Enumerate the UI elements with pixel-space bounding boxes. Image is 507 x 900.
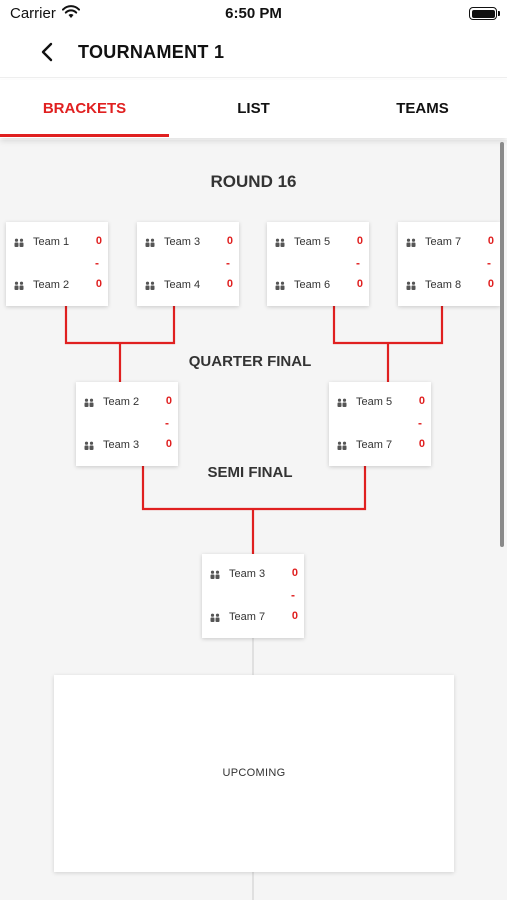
wifi-icon bbox=[62, 5, 80, 18]
quarter-final-label: QUARTER FINAL bbox=[188, 353, 312, 370]
team-score: 0 bbox=[356, 278, 363, 290]
upcoming-card[interactable]: UPCOMING bbox=[54, 675, 454, 872]
team-icon bbox=[275, 281, 285, 290]
team-score: 0 bbox=[95, 278, 102, 290]
team-name: Team 6 bbox=[294, 279, 331, 291]
team-icon bbox=[84, 398, 94, 407]
score-separator: - bbox=[356, 256, 360, 270]
team-name: Team 5 bbox=[294, 236, 331, 248]
score-separator: - bbox=[226, 256, 230, 270]
team-row: Team 2 0 bbox=[14, 278, 102, 294]
connector-r16-left bbox=[64, 305, 176, 382]
match-card-r16-4[interactable]: Team 7 0 - Team 8 0 bbox=[398, 222, 500, 306]
tab-bar: BRACKETS LIST TEAMS bbox=[0, 80, 507, 138]
active-tab-indicator bbox=[0, 134, 169, 137]
team-score: 0 bbox=[291, 610, 298, 622]
battery-icon bbox=[469, 7, 500, 20]
team-row: Team 8 0 bbox=[406, 278, 494, 294]
team-score: 0 bbox=[487, 235, 494, 247]
match-card-semi[interactable]: Team 3 0 - Team 7 0 bbox=[202, 554, 304, 638]
upcoming-label: UPCOMING bbox=[222, 767, 286, 779]
team-row: Team 3 0 bbox=[84, 438, 172, 454]
status-time: 6:50 PM bbox=[225, 5, 282, 22]
team-row: Team 4 0 bbox=[145, 278, 233, 294]
team-name: Team 7 bbox=[425, 236, 462, 248]
team-row: Team 7 0 bbox=[337, 438, 425, 454]
team-score: 0 bbox=[165, 395, 172, 407]
team-name: Team 8 bbox=[425, 279, 462, 291]
carrier-label: Carrier bbox=[10, 5, 56, 22]
team-row: Team 3 0 bbox=[145, 235, 233, 251]
team-name: Team 3 bbox=[229, 568, 266, 580]
tab-teams[interactable]: TEAMS bbox=[396, 100, 449, 117]
team-icon bbox=[145, 281, 155, 290]
team-icon bbox=[275, 238, 285, 247]
team-icon bbox=[84, 441, 94, 450]
team-name: Team 5 bbox=[356, 396, 393, 408]
score-separator: - bbox=[165, 416, 169, 430]
team-icon bbox=[406, 281, 416, 290]
team-name: Team 7 bbox=[356, 439, 393, 451]
team-icon bbox=[337, 441, 347, 450]
connector-r16-right bbox=[332, 305, 444, 382]
team-row: Team 3 0 bbox=[210, 567, 298, 583]
match-card-r16-1[interactable]: Team 1 0 - Team 2 0 bbox=[6, 222, 108, 306]
scrollbar[interactable] bbox=[500, 142, 504, 547]
connector-qf bbox=[141, 464, 367, 554]
round-16-label: ROUND 16 bbox=[210, 172, 297, 191]
team-icon bbox=[14, 238, 24, 247]
score-separator: - bbox=[291, 588, 295, 602]
team-name: Team 7 bbox=[229, 611, 266, 623]
team-name: Team 4 bbox=[164, 279, 201, 291]
match-card-r16-3[interactable]: Team 5 0 - Team 6 0 bbox=[267, 222, 369, 306]
tab-brackets[interactable]: BRACKETS bbox=[42, 100, 127, 117]
team-score: 0 bbox=[226, 278, 233, 290]
semi-final-label: SEMI FINAL bbox=[207, 464, 293, 481]
team-row: Team 6 0 bbox=[275, 278, 363, 294]
team-score: 0 bbox=[418, 438, 425, 450]
score-separator: - bbox=[95, 256, 99, 270]
team-icon bbox=[145, 238, 155, 247]
team-score: 0 bbox=[418, 395, 425, 407]
team-icon bbox=[210, 613, 220, 622]
team-score: 0 bbox=[95, 235, 102, 247]
team-icon bbox=[406, 238, 416, 247]
team-score: 0 bbox=[487, 278, 494, 290]
team-score: 0 bbox=[165, 438, 172, 450]
team-name: Team 3 bbox=[103, 439, 140, 451]
tab-list[interactable]: LIST bbox=[237, 100, 270, 117]
team-row: Team 7 0 bbox=[406, 235, 494, 251]
team-row: Team 7 0 bbox=[210, 610, 298, 626]
team-name: Team 3 bbox=[164, 236, 201, 248]
team-name: Team 2 bbox=[33, 279, 70, 291]
team-row: Team 1 0 bbox=[14, 235, 102, 251]
team-name: Team 1 bbox=[33, 236, 70, 248]
page-title: TOURNAMENT 1 bbox=[78, 42, 225, 62]
chevron-left-icon[interactable] bbox=[36, 40, 60, 64]
team-row: Team 5 0 bbox=[275, 235, 363, 251]
match-card-qf-2[interactable]: Team 5 0 - Team 7 0 bbox=[329, 382, 431, 466]
score-separator: - bbox=[487, 256, 491, 270]
score-separator: - bbox=[418, 416, 422, 430]
team-score: 0 bbox=[226, 235, 233, 247]
status-bar: Carrier 6:50 PM bbox=[0, 0, 507, 28]
match-card-qf-1[interactable]: Team 2 0 - Team 3 0 bbox=[76, 382, 178, 466]
team-row: Team 5 0 bbox=[337, 395, 425, 411]
team-icon bbox=[210, 570, 220, 579]
team-icon bbox=[14, 281, 24, 290]
team-name: Team 2 bbox=[103, 396, 140, 408]
nav-bar: TOURNAMENT 1 bbox=[0, 28, 507, 78]
team-score: 0 bbox=[291, 567, 298, 579]
match-card-r16-2[interactable]: Team 3 0 - Team 4 0 bbox=[137, 222, 239, 306]
team-icon bbox=[337, 398, 347, 407]
team-score: 0 bbox=[356, 235, 363, 247]
team-row: Team 2 0 bbox=[84, 395, 172, 411]
